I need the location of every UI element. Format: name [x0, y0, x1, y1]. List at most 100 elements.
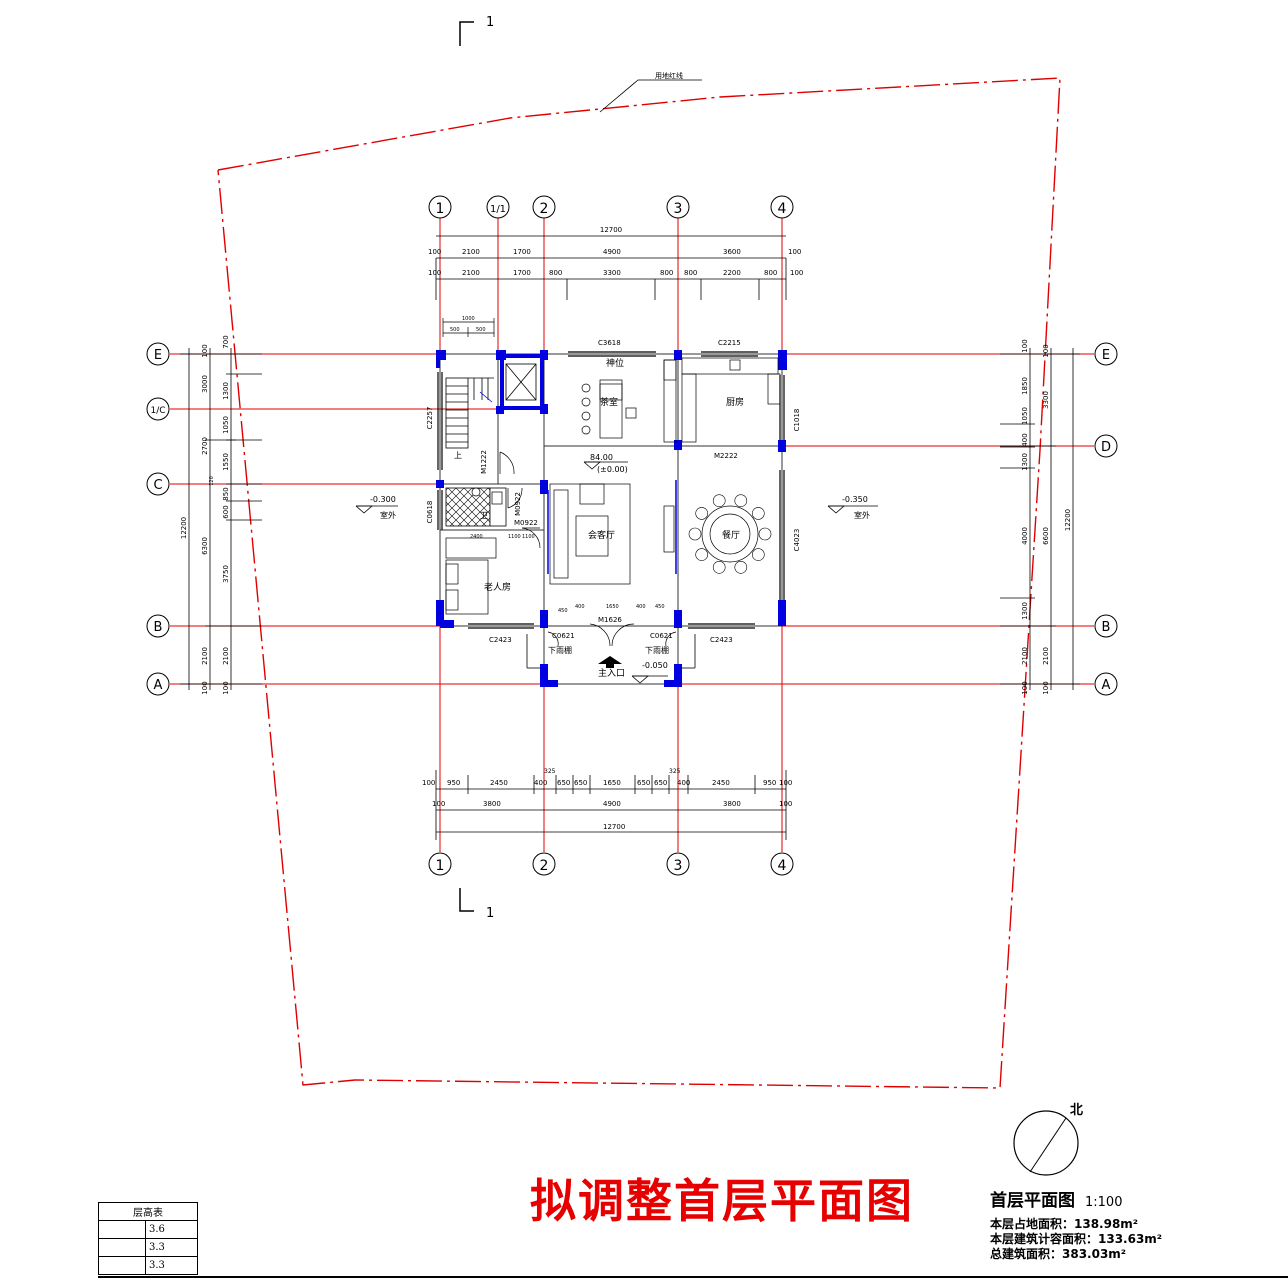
axis-1C-left: 1/C [150, 406, 165, 416]
legend-line-2: 本层建筑计容面积：133.63m² [990, 1232, 1163, 1246]
axis-E-right: E [1102, 348, 1110, 363]
doors [499, 451, 677, 647]
dim-top-r2-4: 3300 [603, 269, 621, 277]
axis-E-left: E [154, 348, 162, 363]
site-label: 用地红线 [655, 71, 683, 80]
top-dimensions [435, 235, 787, 300]
dim-left-total: 12200 [180, 517, 188, 539]
dim-bot-r2-0: 100 [432, 800, 445, 808]
dim-bot-r1-8: 650 [637, 779, 650, 787]
dim-right-inner-8: 100 [1021, 681, 1029, 694]
dim-stair-sub-0: 500 [450, 327, 460, 333]
horizontal-axis-lines [170, 353, 1094, 685]
dim-left-inner-1: 1300 [222, 382, 230, 400]
section-mark-bottom: 1 [486, 906, 494, 921]
dim-top-r2-6: 800 [684, 269, 697, 277]
dim-left-inner-3: 2700 [201, 437, 209, 455]
dim-bot-r1-10: 325 [669, 768, 681, 775]
dim-left-outer-0: 100 [201, 344, 209, 357]
dim-stair-width: 1000 [462, 316, 475, 322]
dim-left-inner-2: 1050 [222, 416, 230, 434]
dim-right-inner-5: 4000 [1021, 527, 1029, 545]
dim-right-inner-6: 1300 [1021, 602, 1029, 620]
dim-right-inner-2: 1050 [1021, 407, 1029, 425]
dim-bot-r1-11: 400 [677, 779, 690, 787]
dim-left-outer-4: 100 [201, 681, 209, 694]
dim-bottom-total: 12700 [603, 823, 625, 831]
elderly-room-dim-1: 2400 [470, 534, 483, 540]
axis-bubbles-bottom: 1 2 3 4 [428, 852, 794, 876]
dim-top-r2-2: 1700 [513, 269, 531, 277]
floor-table-floor-0 [98, 1220, 146, 1239]
dim-top-r2-7: 2200 [723, 269, 741, 277]
dim-bot-r1-1: 950 [447, 779, 460, 787]
door-m0922-a: M0922 [514, 492, 522, 516]
left-dimensions [180, 348, 262, 690]
axis-bubbles-right: E D B A [1094, 342, 1118, 696]
living-room-sofa [549, 483, 675, 585]
dim-stair-sub-1: 500 [476, 327, 486, 333]
dim-top-r1-5: 100 [788, 248, 801, 256]
elevator-shaft [505, 363, 537, 401]
dim-bot-r1-4: 400 [534, 779, 547, 787]
dim-top-r2-1: 2100 [462, 269, 480, 277]
dim-right-outer-4: 100 [1042, 681, 1050, 694]
dim-bot-r2-3: 3800 [723, 800, 741, 808]
dim-top-r1-4: 3600 [723, 248, 741, 256]
door-m1626: M1626 [598, 616, 622, 624]
door-m2222: M2222 [714, 452, 738, 460]
room-laoren: 老人房 [484, 581, 511, 593]
dim-right-inner-0: 100 [1021, 339, 1029, 352]
dim-left-outer-3: 2100 [201, 647, 209, 665]
level-floor: 84.00 [590, 453, 613, 462]
dim-bot-r1-5: 650 [557, 779, 570, 787]
dim-right-inner-3: 400 [1021, 433, 1029, 446]
floor-table-height-0: 3.6 [145, 1220, 198, 1239]
dim-left-outer-1: 3000 [201, 375, 209, 393]
dim-right-inner-1: 1850 [1021, 377, 1029, 395]
bottom-dimensions [435, 770, 787, 840]
axis-bubbles-top: 1 1/1 2 3 4 [428, 195, 794, 219]
window-c2215: C2215 [718, 339, 741, 347]
dim-left-inner-7: 600 [222, 505, 230, 518]
entry-dim-4: 450 [655, 604, 665, 610]
axis-C-left: C [153, 478, 162, 493]
floor-table-floor-2 [98, 1256, 146, 1275]
entry-dim-0: 450 [558, 608, 568, 614]
dim-bot-r2-2: 4900 [603, 800, 621, 808]
axis-D-right: D [1101, 440, 1111, 455]
dim-top-r2-3: 800 [549, 269, 562, 277]
floor-table-header: 层高表 [98, 1202, 198, 1221]
north-label: 北 [1070, 1103, 1083, 1118]
axis-B-left: B [154, 620, 163, 635]
axis-A-right: A [1102, 678, 1111, 693]
dim-right-outer-3: 2100 [1042, 647, 1050, 665]
entry-dim-2: 1650 [606, 604, 619, 610]
windows [437, 351, 785, 629]
dim-right-inner-7: 2100 [1021, 647, 1029, 665]
tea-room-furniture [581, 359, 677, 443]
dim-right-outer-2: 6600 [1042, 527, 1050, 545]
dim-bot-r1-0: 100 [422, 779, 435, 787]
floor-table-height-2: 3.3 [145, 1256, 198, 1275]
site-boundary-line [217, 77, 1061, 1089]
dim-right-outer-1: 3300 [1042, 391, 1050, 409]
right-dimensions [1000, 348, 1080, 690]
dim-left-inner-4: 1550 [222, 453, 230, 471]
structural-columns [436, 350, 787, 687]
dim-top-r2-9: 100 [790, 269, 803, 277]
floor-height-table: 层高表 3.6 3.3 3.3 [98, 1202, 198, 1275]
level-entry: -0.050 [642, 661, 668, 670]
dim-bot-r2-1: 3800 [483, 800, 501, 808]
room-chashi: 茶室 [600, 396, 618, 408]
axis-2-top: 2 [540, 201, 549, 217]
dining-chair [734, 560, 748, 574]
dim-left-inner-6: 850 [222, 487, 230, 500]
dim-bot-r1-9: 650 [654, 779, 667, 787]
dim-left-inner-8: 3750 [222, 565, 230, 583]
window-c2423-left: C2423 [489, 636, 512, 644]
bathroom-label: 卫 [480, 511, 488, 520]
dining-chair [712, 494, 726, 508]
axis-1-1-top: 1/1 [490, 204, 506, 215]
axis-1-bottom: 1 [436, 858, 445, 874]
